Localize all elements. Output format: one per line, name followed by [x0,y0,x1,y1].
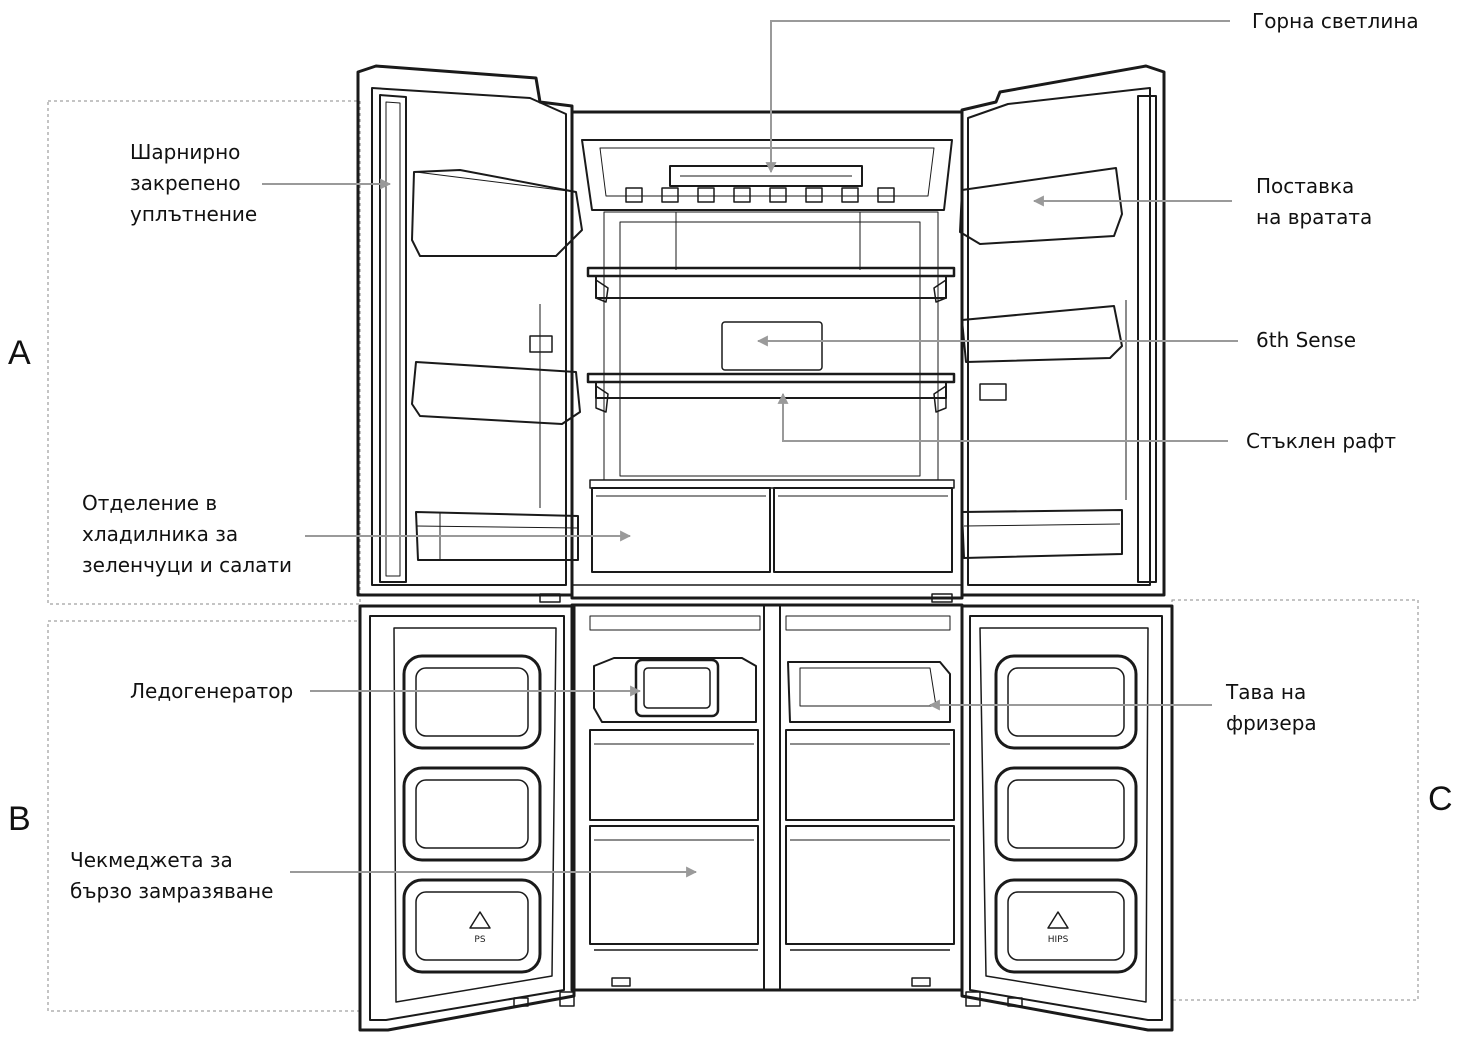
label-glass-shelf: Стъклен рафт [1246,429,1397,453]
zone-label-b: B [8,800,31,838]
fridge-body [356,64,1174,1032]
lower-right-door [960,604,1174,1032]
zone-label-c: C [1428,780,1453,818]
upper-left-door [356,64,583,597]
label-freeze-drawers: Чекмеджета за бързо замразяване [70,848,274,903]
zone-c-box [1171,599,1419,1001]
label-sixth-sense: 6th Sense [1256,328,1356,352]
recycle-mark-right: HIPS [1048,935,1069,945]
crisper-right-shape [773,487,953,573]
zone-a-box [47,100,361,605]
label-freezer-tray: Тава на фризера [1226,680,1317,735]
freezer-tray-shape [787,661,951,723]
label-crisper: Отделение в хладилника за зеленчуци и са… [82,491,293,577]
sixth-sense-shape [721,321,823,371]
arrow-glass-shelf [777,392,1228,442]
ice-maker-tray-shape [593,657,757,723]
freezer-cabinet [570,603,964,992]
glass-shelf-shape [586,372,956,384]
arrow-top-light [765,20,1230,174]
crisper-left-shape [591,487,771,573]
label-door-shelf: Поставка на вратата [1256,174,1373,229]
label-ice-maker: Ледогенератор [130,679,294,703]
fridge-cabinet [570,110,964,600]
feet [513,593,1023,1007]
hinged-seal-shape [379,94,407,583]
recycle-mark-left: PS [474,935,485,945]
callout-arrows [262,20,1238,878]
freeze-drawer-left-shape [589,825,759,945]
upper-right-door [959,64,1166,597]
label-hinged-seal: Шарнирно закрепено уплътнение [130,140,258,226]
top-light-shape [669,165,863,187]
zone-label-a: A [8,334,31,372]
label-top-light: Горна светлина [1252,9,1419,33]
lower-left-door [358,604,576,1032]
